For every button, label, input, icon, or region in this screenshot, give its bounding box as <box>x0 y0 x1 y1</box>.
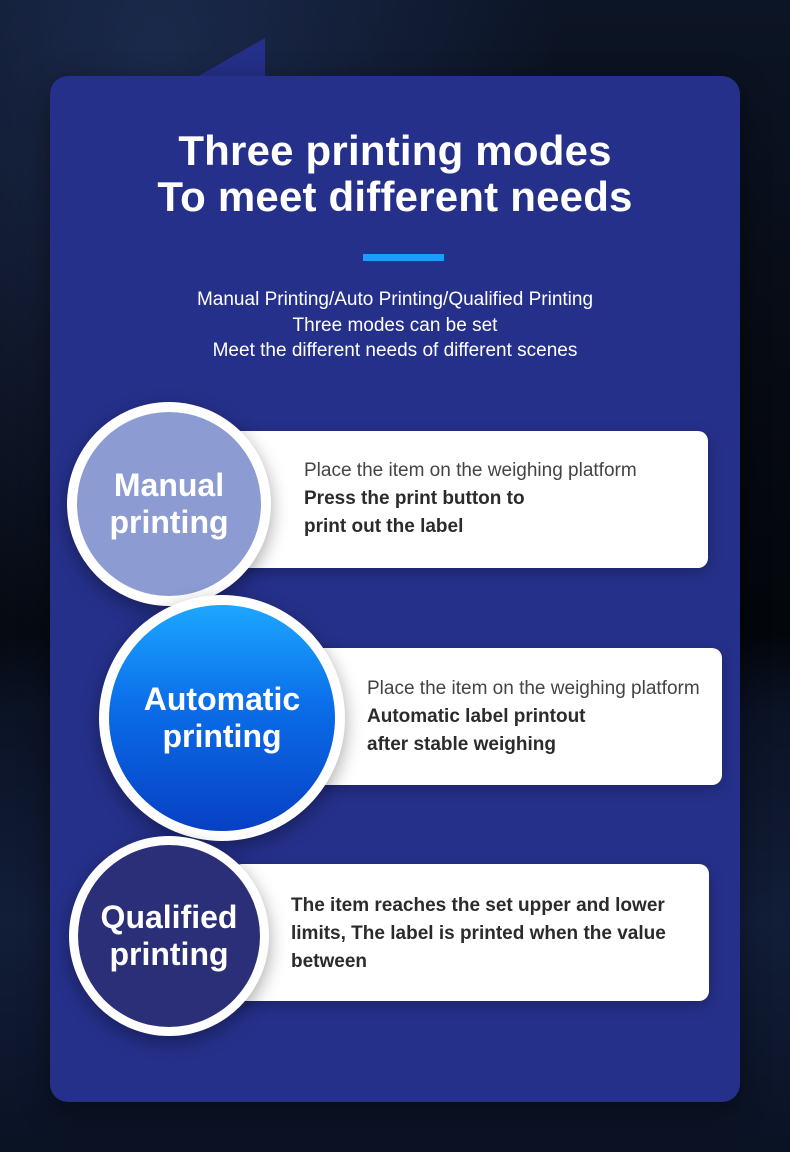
qualified-desc-bold-2: limits, The label is printed when the va… <box>291 923 666 944</box>
qualified-desc-bold-1: The item reaches the set upper and lower <box>291 895 665 916</box>
intro-line-3: Meet the different needs of different sc… <box>212 340 578 361</box>
qualified-desc-bold-3: between <box>291 951 368 972</box>
manual-description: Place the item on the weighing platform … <box>304 457 704 541</box>
intro-text: Manual Printing/Auto Printing/Qualified … <box>50 287 740 364</box>
qualified-mode-badge: Qualified printing <box>78 845 260 1027</box>
qualified-description-box <box>232 864 709 1001</box>
page-title: Three printing modes To meet different n… <box>50 128 740 220</box>
manual-desc-bold-1: Press the print button to <box>304 488 525 509</box>
title-line-1: Three printing modes <box>178 127 612 174</box>
qualified-description: The item reaches the set upper and lower… <box>291 892 703 976</box>
automatic-description-box <box>300 648 722 785</box>
manual-description-box <box>230 431 708 568</box>
intro-line-1: Manual Printing/Auto Printing/Qualified … <box>196 289 594 310</box>
automatic-desc-light: Place the item on the weighing platform <box>367 678 700 699</box>
title-line-2: To meet different needs <box>157 173 633 220</box>
qualified-name-line-1: Qualified <box>100 899 238 935</box>
manual-name-line-2: printing <box>109 504 229 540</box>
intro-line-2: Three modes can be set <box>292 314 498 336</box>
accent-divider <box>363 254 444 261</box>
qualified-name-line-2: printing <box>109 936 229 972</box>
manual-desc-light: Place the item on the weighing platform <box>304 460 637 481</box>
manual-desc-bold-2: print out the label <box>304 516 464 537</box>
automatic-desc-bold-1: Automatic label printout <box>367 706 586 727</box>
manual-mode-badge: Manual printing <box>77 412 261 596</box>
card-pointer-tab <box>195 38 265 78</box>
automatic-desc-bold-2: after stable weighing <box>367 734 556 755</box>
automatic-mode-badge: Automatic printing <box>109 605 335 831</box>
automatic-name-line-2: printing <box>162 718 282 754</box>
manual-name-line-1: Manual <box>113 467 225 503</box>
automatic-description: Place the item on the weighing platform … <box>367 675 717 759</box>
automatic-name-line-1: Automatic <box>143 681 301 717</box>
